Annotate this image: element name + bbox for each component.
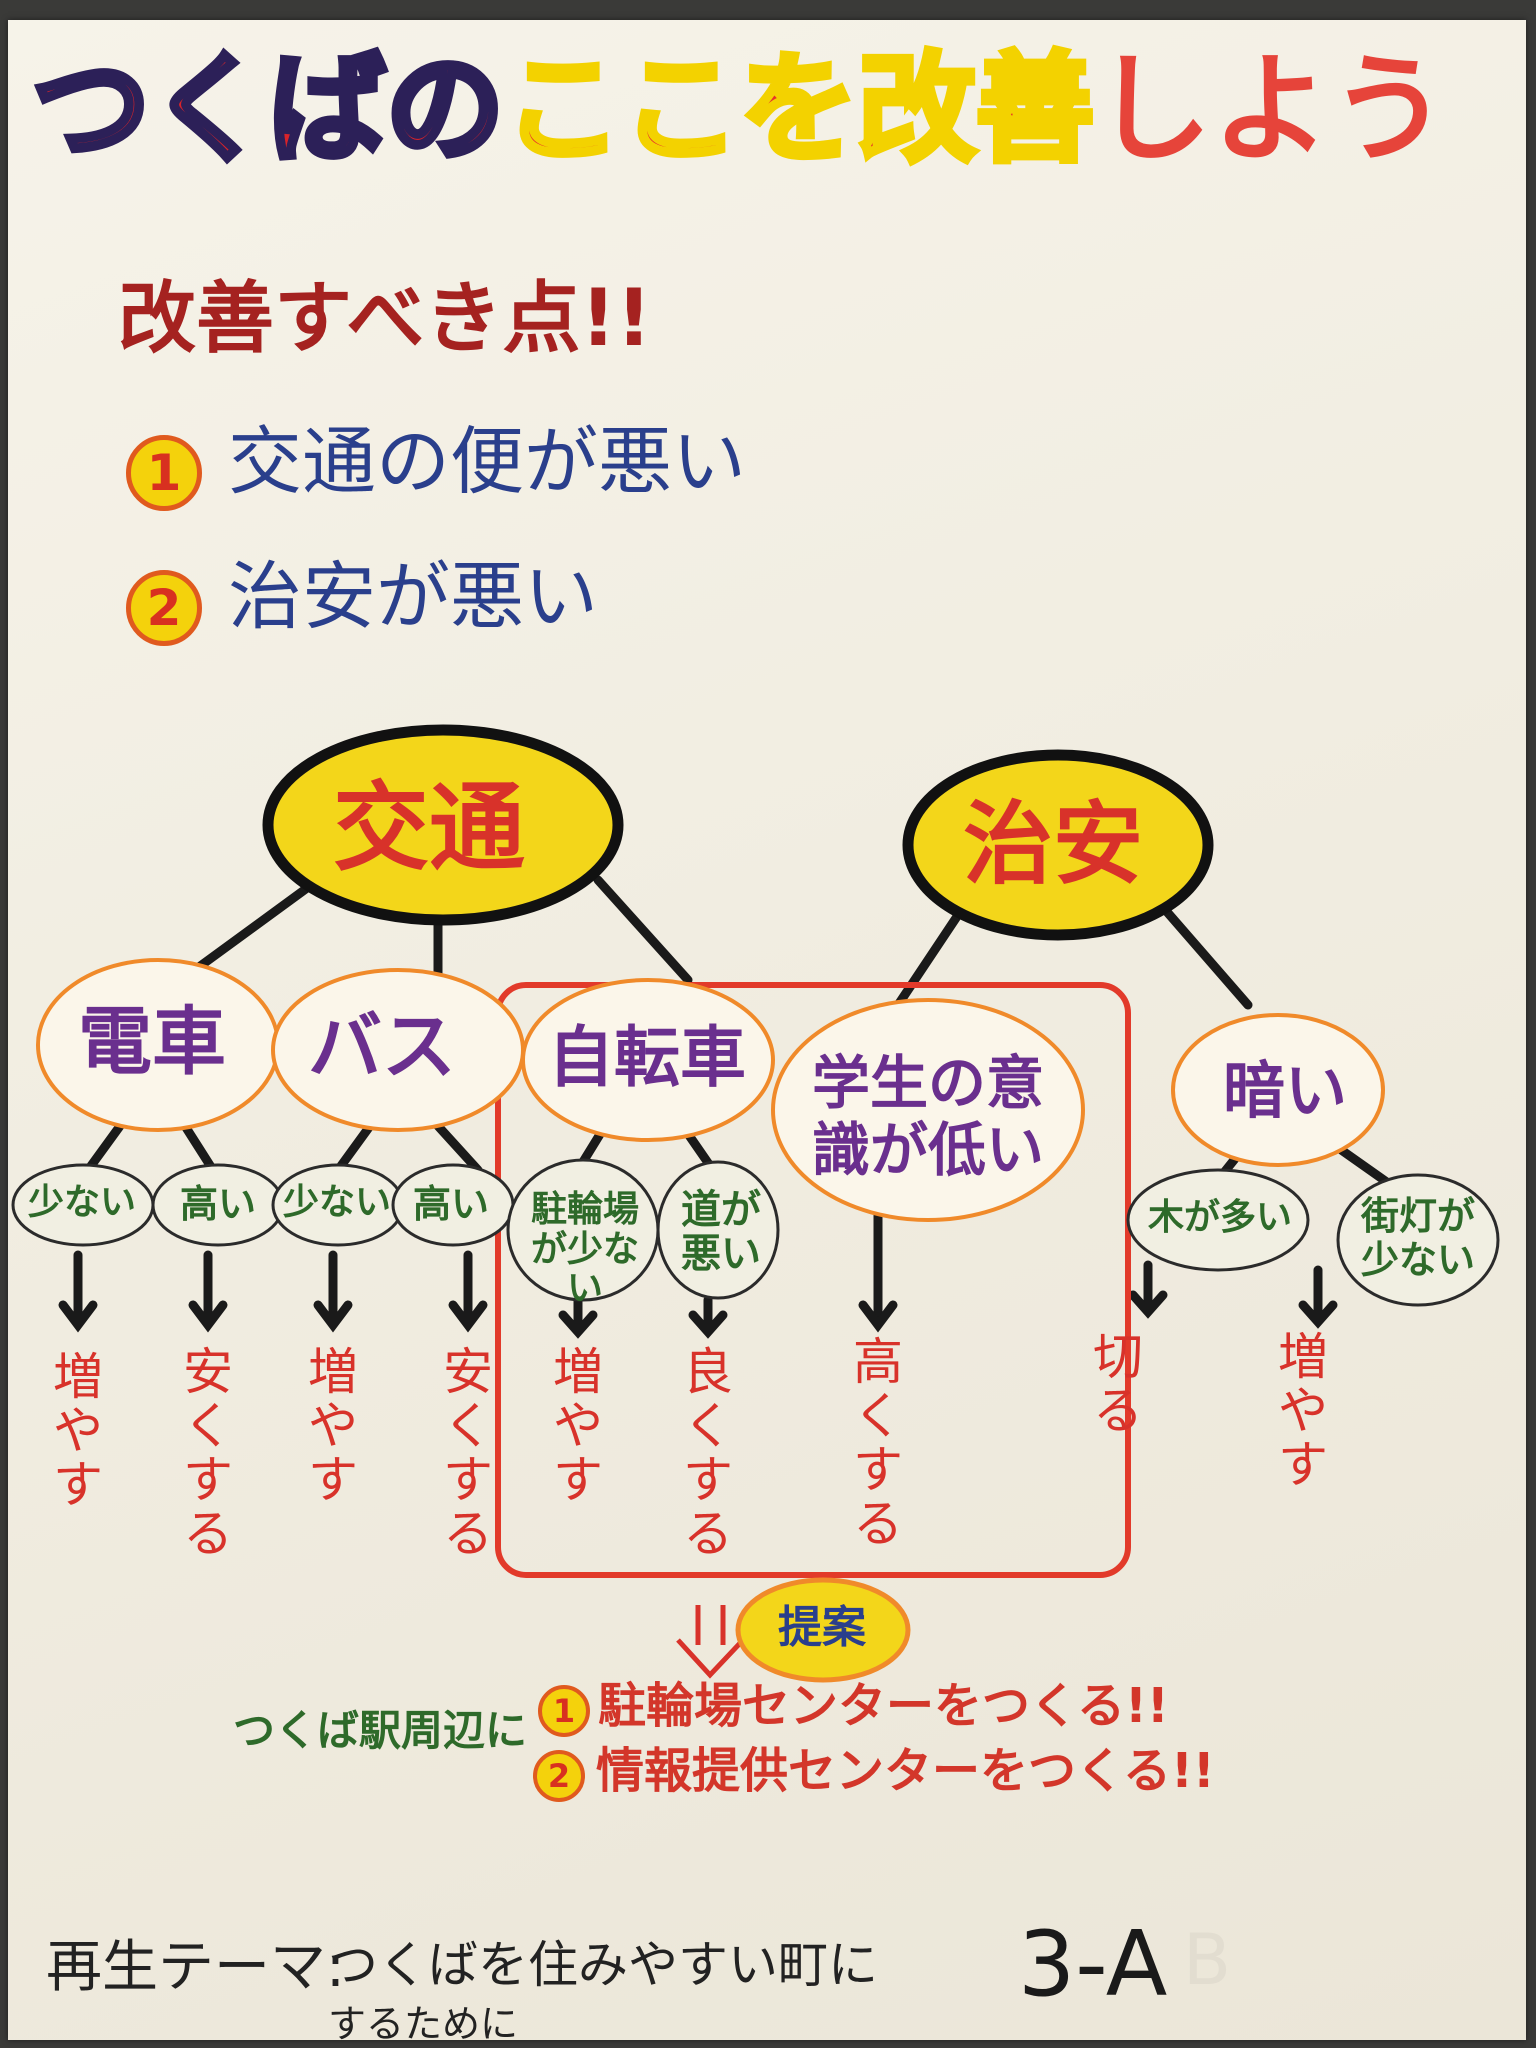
solution-bus-cheaper: 安くする (443, 1343, 493, 1563)
theme-label: 再生テーマ: (46, 1935, 345, 2000)
title-part-koko: ここを (501, 40, 861, 178)
highlight-frame (495, 982, 1131, 1578)
category-label-safety: 治安 (963, 792, 1143, 897)
poster: つくばのここを改善しよう 改善すべき点!! 1 交通の便が悪い 2 治安が悪い (8, 20, 1526, 2046)
problem-bus-few: 少ない (283, 1182, 392, 1223)
solution-cut-trees: 切る (1093, 1328, 1143, 1440)
proposal-number-1: 1 (538, 1685, 590, 1737)
problem-ovals (11, 1158, 1500, 1307)
proposal-text-2: 情報提供センターをつくる!! (596, 1743, 1215, 1799)
theme-line-1: つくばを住みやすい町に (328, 1936, 878, 1994)
problem-bad-roads: 道が悪い (681, 1187, 761, 1277)
problem-bus-expensive: 高い (413, 1182, 490, 1226)
problem-few-streetlights: 街灯が少ない (1360, 1194, 1475, 1282)
issue-number-1: 1 (126, 435, 202, 511)
poster-title: つくばのここを改善しよう (29, 40, 1449, 178)
theme-line-2: するために (328, 2002, 519, 2046)
category-label-transport: 交通 (333, 772, 525, 884)
solution-roads-improve: 良くする (683, 1343, 733, 1563)
cause-tree-diagram (11, 724, 1500, 1683)
problem-many-trees: 木が多い (1148, 1197, 1293, 1238)
proposal-location: つくば駅周辺に (233, 1706, 528, 1755)
proposal-number-2: 2 (533, 1750, 585, 1802)
solution-raise-awareness: 高くする (853, 1333, 903, 1553)
solution-train-cheaper: 安くする (183, 1343, 233, 1563)
class-label-faint: B (1183, 1919, 1232, 2001)
proposal-text-1: 駐輪場センターをつくる!! (598, 1678, 1169, 1734)
proposal-badge-burst (735, 1577, 911, 1683)
issue-text-2: 治安が悪い (228, 554, 598, 640)
issue-number-2: 2 (126, 570, 202, 646)
class-label: 3-A (1018, 1912, 1168, 2017)
cause-label-dark: 暗い (1223, 1054, 1348, 1127)
solution-streetlights-increase: 増やす (1278, 1328, 1328, 1494)
title-part-kaizen: 改善 (855, 40, 1097, 178)
cause-label-bus: バス (308, 1004, 456, 1090)
problem-train-expensive: 高い (180, 1182, 257, 1226)
solution-bus-increase: 増やす (308, 1343, 358, 1509)
solution-bike-parking-increase: 増やす (553, 1343, 603, 1509)
proposal-badge: 提案 (778, 1602, 866, 1653)
cause-label-student-awareness: 学生の意識が低い (811, 1049, 1044, 1184)
category-oval-transport (262, 724, 624, 926)
cause-bursts (36, 958, 1385, 1222)
cause-label-bicycle: 自転車 (548, 1019, 746, 1096)
proposal-arrow (676, 1605, 745, 1679)
problem-train-few: 少ない (28, 1182, 137, 1223)
title-part-shiyou: しよう (1094, 40, 1449, 178)
category-oval-safety (902, 749, 1214, 941)
solution-train-increase: 増やす (53, 1348, 103, 1514)
title-part-tsukuba: つくばの (29, 40, 507, 178)
issues-heading: 改善すべき点!! (118, 274, 652, 364)
cause-label-train: 電車 (78, 999, 226, 1085)
issue-text-1: 交通の便が悪い (228, 419, 746, 505)
problem-few-bike-parking: 駐輪場が少ない (530, 1189, 639, 1310)
